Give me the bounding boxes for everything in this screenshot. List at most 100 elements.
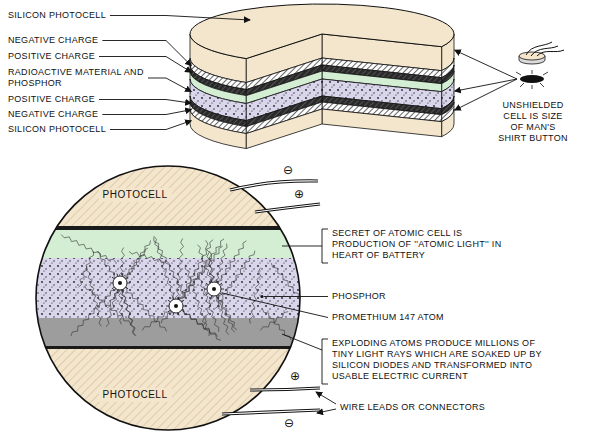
button-wire: [537, 50, 564, 56]
light-ray: [261, 312, 289, 331]
light-rays: [61, 235, 323, 341]
leader-arrow: [148, 78, 191, 92]
section-band: [30, 230, 310, 258]
atom-core: [118, 281, 122, 285]
polarity-sign: ⊕: [290, 369, 300, 383]
wire-lead-inner: [255, 204, 320, 212]
band-label: PHOTOCELL: [99, 388, 172, 402]
section-band: [30, 226, 310, 230]
pointer-arrow: [455, 79, 517, 91]
section-band: [30, 160, 310, 226]
glow-ray: [532, 70, 533, 74]
wire-lead-outer: [250, 388, 320, 390]
atom-body: [207, 282, 221, 296]
leader-line: [317, 409, 336, 413]
callout-leaders: [222, 229, 336, 413]
leader-dot: [260, 295, 263, 298]
leader-line: [282, 246, 322, 247]
glow-ray: [543, 72, 548, 75]
cell-top-surface: [190, 4, 454, 59]
wire-lead-inner: [250, 388, 320, 390]
light-ray: [176, 306, 221, 340]
light-ray: [85, 286, 131, 325]
button-wire: [531, 46, 558, 56]
glow-ray: [520, 83, 524, 87]
callout-label: SILICON PHOTOCELL: [8, 10, 106, 21]
leader-arrow: [102, 41, 191, 66]
glow-ray: [540, 83, 544, 87]
light-ray: [120, 283, 136, 336]
polarity-sign: ⊖: [284, 416, 294, 430]
wire-lead-outer: [255, 204, 320, 212]
leader-line: [264, 296, 328, 297]
button-cell-sketch: [455, 42, 564, 110]
leader-line: [282, 334, 322, 350]
glow-ray: [516, 72, 521, 75]
promethium-atom: [166, 296, 186, 315]
magnified-section: [30, 160, 323, 434]
section-band: [30, 318, 310, 346]
light-ray: [175, 238, 183, 306]
photocell-band: PHOTOCELL: [99, 388, 172, 404]
light-ray: [107, 240, 150, 307]
light-ray: [185, 265, 209, 336]
wire-lead-outer: [230, 181, 318, 190]
leader-arrow: [110, 121, 191, 130]
callout-label: NEGATIVE CHARGE: [8, 35, 98, 46]
atom-body: [169, 299, 183, 313]
callout-label: EXPLODING ATOMS PRODUCE MILLIONS OF TINY…: [332, 338, 554, 382]
light-ray: [120, 283, 135, 336]
callout-label: RADIOACTIVE MATERIAL AND PHOSPHOR: [8, 67, 144, 89]
wire-lead-outer: [222, 410, 320, 414]
light-ray: [120, 283, 166, 331]
polarity-sign: ⊕: [294, 187, 304, 201]
callout-label: POSITIVE CHARGE: [8, 51, 95, 62]
cell-layer-side: [442, 109, 454, 137]
light-ray: [176, 239, 224, 306]
pointer-arrow: [455, 50, 517, 79]
glow-ray: [532, 85, 533, 89]
callout-label: POSITIVE CHARGE: [8, 94, 95, 105]
section-band: [30, 346, 310, 349]
polarity-sign: ⊖: [283, 163, 293, 177]
cell-layer-face: [246, 109, 322, 149]
light-ray: [129, 251, 170, 263]
callout-label: NEGATIVE CHARGE: [8, 109, 98, 120]
leader-arrow: [99, 100, 191, 104]
light-ray: [86, 266, 101, 326]
cell-layer-side: [190, 109, 246, 149]
leader-line: [222, 293, 328, 318]
cell-layer-face: [322, 109, 442, 137]
leader-arrow: [102, 110, 191, 115]
promethium-atom: [110, 273, 130, 292]
wire-lead-inner: [230, 181, 318, 190]
wire-lead-inner: [222, 410, 320, 414]
callout-label: SILICON PHOTOCELL: [8, 124, 106, 135]
unshielded-cell: [520, 75, 544, 83]
light-ray: [61, 235, 116, 263]
light-ray: [154, 236, 177, 306]
atom-body: [113, 276, 127, 290]
light-ray: [215, 251, 255, 309]
promethium-atom: [204, 279, 224, 298]
light-ray: [154, 237, 186, 297]
light-ray: [176, 246, 223, 306]
callout-label: WIRE LEADS OR CONNECTORS: [340, 402, 485, 413]
light-ray: [250, 268, 261, 324]
light-ray: [214, 241, 246, 289]
leader-arrow: [110, 16, 250, 21]
callout-label: PHOSPHOR: [332, 291, 386, 302]
callout-label: UNSHIELDED CELL IS SIZE OF MAN'S SHIRT B…: [497, 100, 569, 144]
callout-label: PROMETHIUM 147 ATOM: [332, 312, 444, 323]
light-ray: [78, 251, 93, 287]
leader-line: [316, 392, 336, 404]
leader-line: [322, 339, 328, 384]
photocell-band: PHOTOCELL: [99, 188, 172, 204]
light-ray: [71, 283, 120, 336]
leader-line: [322, 229, 328, 263]
atom-core: [174, 304, 178, 308]
cell-cutaway: [190, 4, 454, 149]
section-band: [30, 349, 310, 434]
callout-label: SECRET OF ATOMIC CELL IS PRODUCTION OF '…: [332, 228, 507, 261]
